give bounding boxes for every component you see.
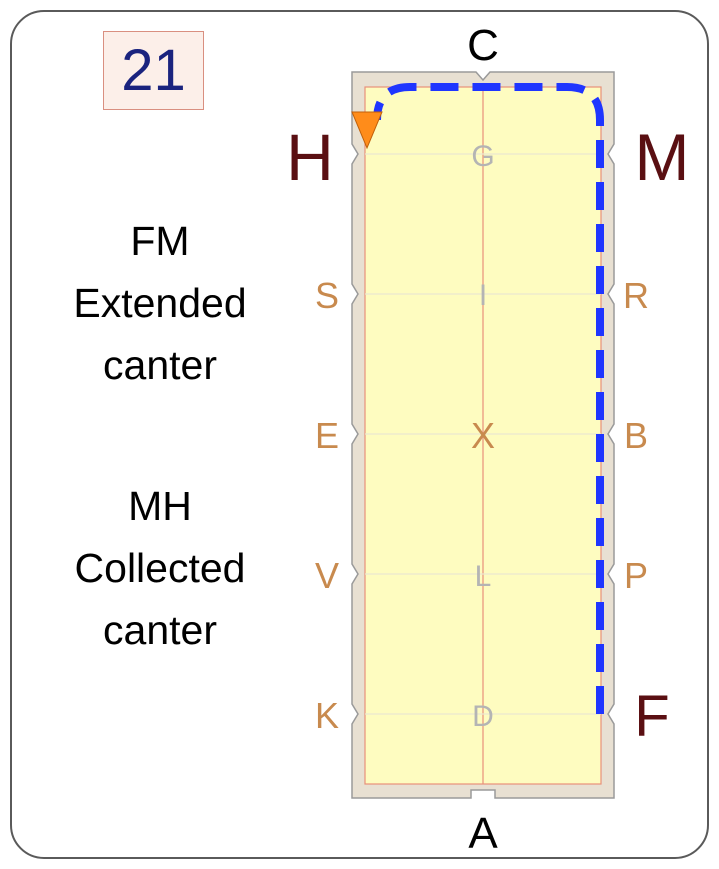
movement-fm-line2: canter [103, 342, 217, 388]
letter-b: B [624, 415, 648, 456]
arena-grid [365, 153, 601, 715]
test-number-box: 21 [103, 31, 204, 110]
letter-i: I [479, 279, 487, 312]
letter-e: E [315, 415, 339, 456]
movement-fm-letters: FM [130, 218, 190, 264]
letter-m: M [635, 120, 690, 194]
movement-fm: FM Extended canter [40, 210, 280, 396]
letter-p: P [624, 555, 648, 596]
letter-x: X [471, 415, 495, 456]
letter-v: V [315, 555, 339, 596]
letter-r: R [623, 275, 649, 316]
letter-l: L [475, 560, 492, 593]
movement-mh: MH Collected canter [40, 475, 280, 661]
start-marker-icon [351, 111, 383, 150]
letter-k: K [315, 695, 339, 736]
letter-d: D [472, 700, 494, 733]
letter-c: C [467, 21, 499, 70]
test-number: 21 [121, 38, 186, 103]
letter-a: A [468, 809, 498, 858]
letter-g: G [471, 140, 494, 173]
letter-h: H [286, 120, 334, 194]
movement-mh-line1: Collected [74, 545, 246, 591]
letter-s: S [315, 275, 339, 316]
movement-mh-letters: MH [128, 483, 192, 529]
movement-mh-line2: canter [103, 607, 217, 653]
letter-f: F [634, 684, 669, 749]
movement-fm-line1: Extended [73, 280, 247, 326]
ride-path [373, 83, 604, 714]
